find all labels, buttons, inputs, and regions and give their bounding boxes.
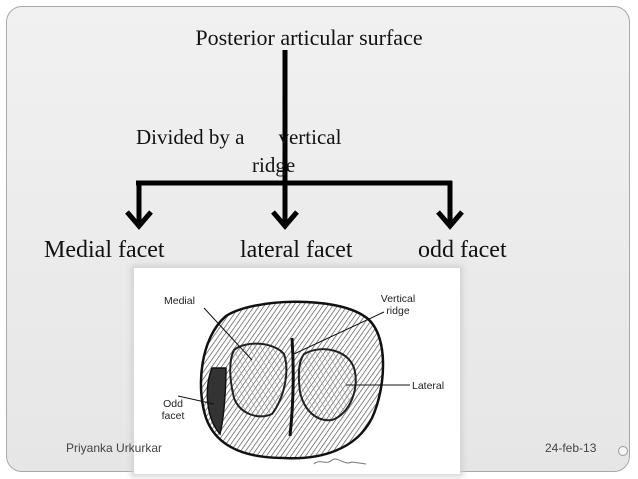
fig-label-vertical-ridge: Vertical ridge: [380, 293, 416, 317]
artist-signature: [313, 458, 367, 465]
footer-author: Priyanka Urkurkar: [66, 441, 163, 455]
patella-drawing: [177, 300, 410, 465]
leader-medial: [203, 307, 253, 361]
facet-label-odd: odd facet: [418, 237, 507, 263]
fig-label-odd-facet: Odd facet: [161, 398, 185, 422]
arrow-medial: [125, 210, 153, 230]
divider-line-2: ridge: [252, 153, 296, 177]
leader-vertical: [293, 311, 385, 355]
lateral-facet-shape: [297, 348, 357, 422]
patella-illustration: Medial Vertical ridge Lateral Odd facet: [134, 268, 460, 474]
slide-corner-dot-icon: [618, 446, 628, 456]
footer-date: 24-feb-13: [545, 441, 597, 455]
medial-facet-shape: [229, 342, 288, 418]
fig-label-lateral: Lateral: [412, 380, 445, 392]
facet-label-lateral: lateral facet: [240, 237, 353, 263]
facet-label-medial: Medial facet: [44, 237, 165, 263]
vertical-ridge: [288, 337, 295, 437]
arrow-odd: [436, 210, 464, 230]
odd-facet-shape: [206, 367, 227, 436]
leader-odd: [177, 395, 215, 405]
slide-title: Posterior articular surface: [195, 25, 423, 50]
fig-label-medial: Medial: [164, 295, 195, 307]
arrow-lateral: [271, 210, 299, 230]
